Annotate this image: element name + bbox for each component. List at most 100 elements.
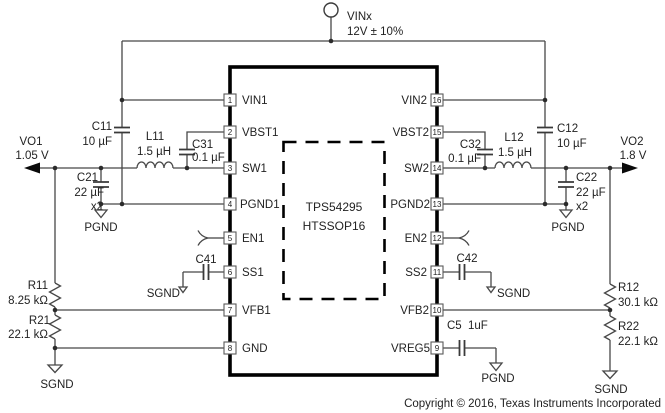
r22-value-label: 22.1 kΩ xyxy=(618,336,658,348)
junction-dot xyxy=(52,165,58,171)
pin-box xyxy=(430,231,444,245)
wire-input-rail xyxy=(122,17,545,42)
c12-value-label: 10 µF xyxy=(557,138,587,150)
capacitor-c11: C11 10 µF xyxy=(82,121,130,148)
copyright-text: Copyright © 2016, Texas Instruments Inco… xyxy=(404,398,661,410)
vinx-name-label: VINx xyxy=(347,11,372,23)
pin-number: 5 xyxy=(228,234,233,243)
pin-vbst1: 2 VBST1 xyxy=(223,125,278,139)
pin-en2: 12 EN2 xyxy=(405,231,444,245)
ground-symbol xyxy=(177,286,189,294)
pin-box xyxy=(430,161,444,175)
pins-right: 16 VIN2 15 VBST2 14 SW2 13 PGND2 12 EN2 … xyxy=(390,93,444,355)
ic-body xyxy=(228,65,439,377)
resistor-r11: R11 8.25 kΩ xyxy=(8,280,62,308)
c11-ref-label: C11 xyxy=(92,121,112,133)
resistor-r22: R22 22.1 kΩ xyxy=(603,315,658,348)
pin-box xyxy=(223,231,237,245)
ic-inner-dashed-box xyxy=(282,140,386,301)
pin-label: EN2 xyxy=(405,233,427,245)
resistor-zigzag xyxy=(48,314,62,340)
capacitor-c21: C21 22 µF x2 xyxy=(74,172,109,213)
pgnd-left-label: PGND xyxy=(84,222,117,234)
resistor-zigzag xyxy=(48,282,62,308)
pin-box xyxy=(223,265,237,279)
pin-vfb2: 10 VFB2 xyxy=(400,303,444,317)
ground-sgnd-right: SGND xyxy=(594,370,628,396)
junction-dot xyxy=(52,307,58,313)
pin-gnd: 8 GND xyxy=(223,341,268,355)
ground-symbol xyxy=(488,362,504,372)
c41-ref-label: C41 xyxy=(195,254,216,266)
pin-number: 13 xyxy=(433,200,442,209)
junction-dot xyxy=(607,307,613,313)
c42-ref-label: C42 xyxy=(456,253,477,265)
pin-label: VIN2 xyxy=(401,95,427,107)
junction-dot xyxy=(563,201,569,207)
capacitor-c5: C5 1uF xyxy=(447,320,488,356)
en1-fork-icon xyxy=(197,230,209,246)
pin-label: VFB2 xyxy=(400,305,429,317)
c11-value-label: 10 µF xyxy=(82,136,112,148)
c22-ref-label: C22 xyxy=(576,172,597,184)
pin-vfb1: 7 VFB1 xyxy=(223,303,271,317)
capacitor-plates xyxy=(558,181,574,188)
capacitor-plates xyxy=(179,148,195,156)
resistor-zigzag xyxy=(603,283,617,309)
l11-value-label: 1.5 µH xyxy=(137,146,171,158)
ground-sgnd-left: SGND xyxy=(40,364,74,391)
wire-vin1-branch xyxy=(121,41,224,204)
wire-ss2-c42 xyxy=(443,271,492,287)
c32-value-label: 0.1 µF xyxy=(448,153,481,165)
pin-number: 14 xyxy=(433,164,442,173)
capacitor-c42: C42 xyxy=(456,253,478,280)
pin-number: 2 xyxy=(228,128,233,137)
capacitor-c12: C12 10 µF xyxy=(537,123,587,150)
junction-dot xyxy=(328,38,334,44)
pin-box xyxy=(223,197,237,211)
ground-symbol xyxy=(46,364,64,374)
wire-vreg5-c5 xyxy=(443,347,497,363)
inductor-l11: L11 1.5 µH xyxy=(136,131,174,169)
capacitor-plates xyxy=(537,126,553,134)
pin-box xyxy=(430,125,444,139)
r11-value-label: 8.25 kΩ xyxy=(8,295,48,307)
wire-vin2-branch xyxy=(443,41,546,204)
resistor-zigzag xyxy=(603,315,617,341)
l12-ref-label: L12 xyxy=(504,132,523,144)
pin-number: 8 xyxy=(228,344,233,353)
junction-dot xyxy=(482,165,488,171)
pin-number: 7 xyxy=(228,306,233,315)
junction-dot xyxy=(563,165,569,171)
c5-value-label: 1uF xyxy=(468,320,488,332)
pin-box xyxy=(430,197,444,211)
pin-label: SW2 xyxy=(404,163,429,175)
c31-ref-label: C31 xyxy=(192,139,213,151)
ground-symbol xyxy=(93,209,109,219)
pin-label: VBST2 xyxy=(393,127,429,139)
pin-box xyxy=(430,265,444,279)
en1-open-connector xyxy=(197,230,209,246)
inductor-l12: L12 1.5 µH xyxy=(494,132,532,169)
pin-box xyxy=(223,93,237,107)
ground-sgnd-c42: SGND xyxy=(485,286,530,300)
pin-vbst2: 15 VBST2 xyxy=(393,125,444,139)
junction-dot xyxy=(98,165,104,171)
wires xyxy=(40,17,622,371)
l12-value-label: 1.5 µH xyxy=(498,147,532,159)
junction-dot xyxy=(607,165,613,171)
pins-left: 1 VIN1 2 VBST1 3 SW1 4 PGND1 5 EN1 6 SS1 xyxy=(223,93,280,355)
ground-symbol xyxy=(485,286,497,294)
pin-number: 16 xyxy=(433,96,442,105)
r12-value-label: 30.1 kΩ xyxy=(618,297,658,309)
pin-box xyxy=(223,341,237,355)
pin-box xyxy=(430,93,444,107)
capacitor-plates xyxy=(477,148,493,156)
r11-ref-label: R11 xyxy=(28,280,48,292)
sgnd-right-label: SGND xyxy=(594,384,627,396)
pin-sw2: 14 SW2 xyxy=(404,161,444,175)
pin-number: 12 xyxy=(433,234,442,243)
pin-label: SS2 xyxy=(405,267,427,279)
